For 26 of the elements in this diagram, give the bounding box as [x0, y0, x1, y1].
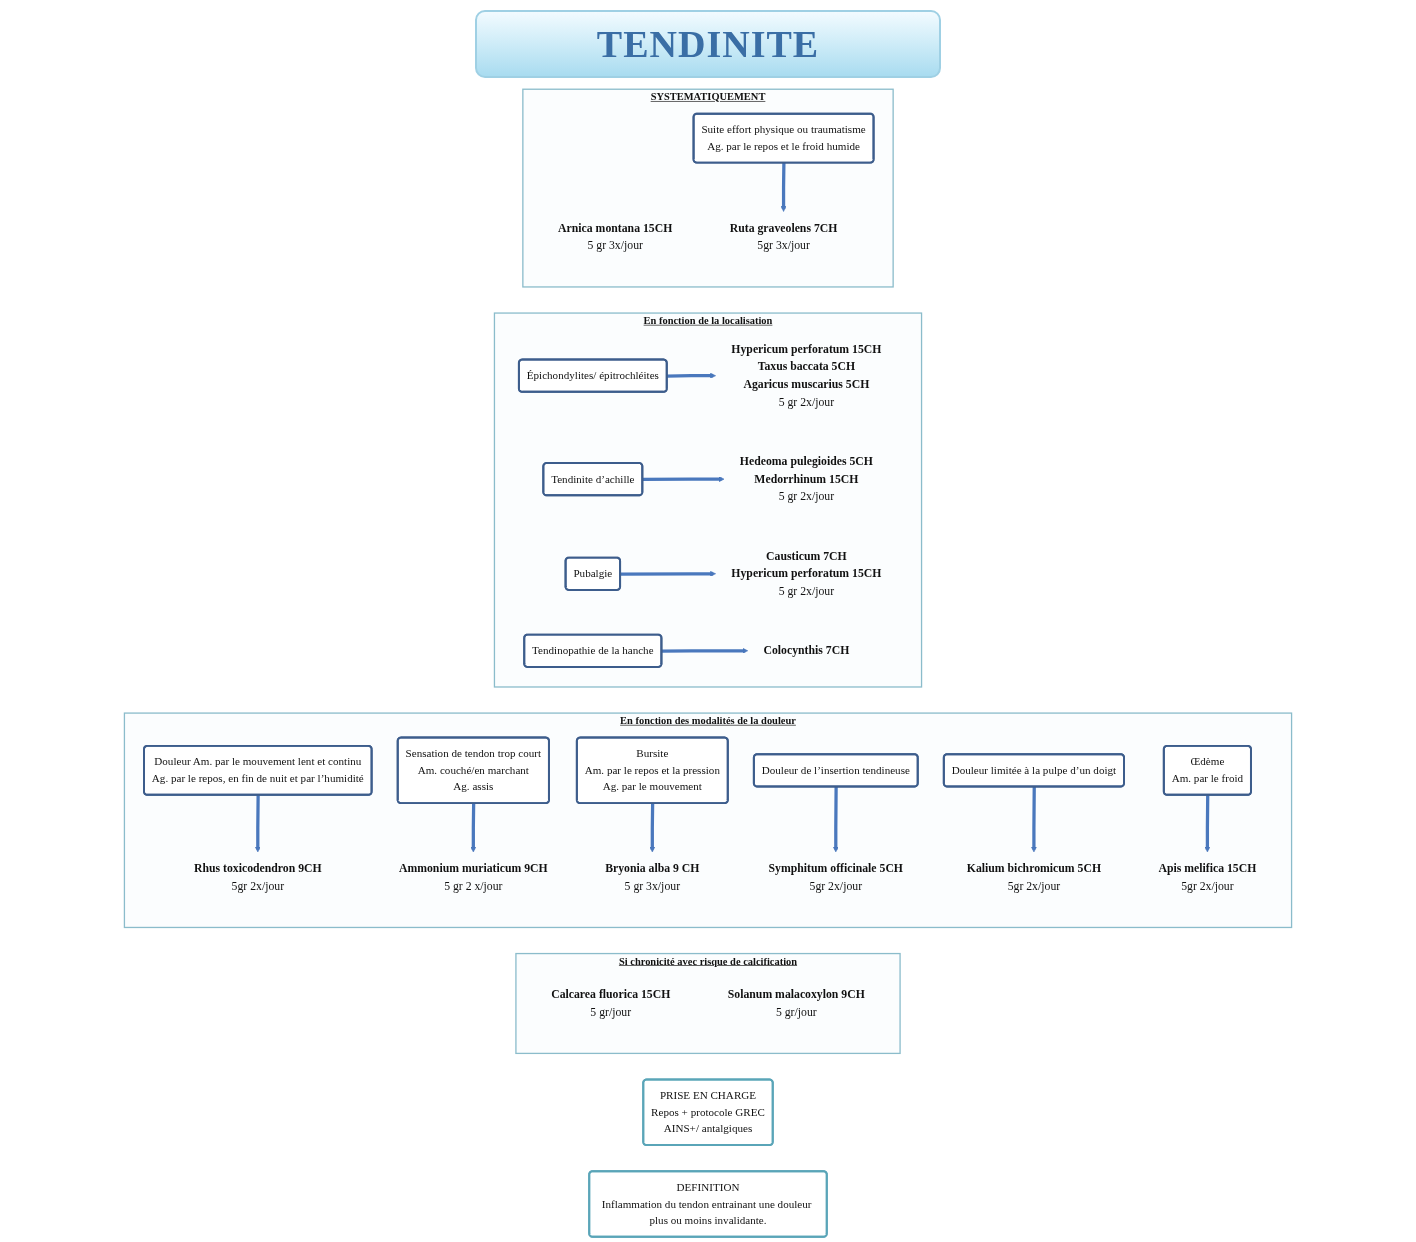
- arrow: [1204, 795, 1211, 853]
- node-text: Colocynthis 7CH: [763, 643, 850, 657]
- node-text: Hypericum perforatum 15CH Taxus baccata 5CH Agaricus muscarius 5CH 5 gr 2x/jour: [731, 342, 882, 409]
- node-text: Bryonia alba 9 CH 5 gr 3x/jour: [605, 861, 700, 893]
- node-text: Ruta graveolens 7CH 5gr 3x/jour: [729, 221, 838, 253]
- node-text: Symphitum officinale 5CH 5gr 2x/jour: [768, 861, 904, 893]
- node-text: Apis melifica 15CH 5gr 2x/jour: [1158, 861, 1257, 893]
- arrow: [620, 570, 716, 577]
- node-text: Solanum malacoxylon 9CH 5 gr/jour: [727, 987, 865, 1019]
- title-banner: TENDINITE: [474, 10, 942, 78]
- arrow: [661, 647, 749, 654]
- node-text: Ammonium muriaticum 9CH 5 gr 2 x/jour: [398, 861, 548, 893]
- node-text: Causticum 7CH Hypericum perforatum 15CH 5 gr 2x/jour: [731, 549, 882, 598]
- arrow: [642, 476, 725, 482]
- arrow: [470, 803, 477, 853]
- arrow: [780, 162, 787, 212]
- arrow: [254, 795, 261, 853]
- arrow: [1031, 786, 1037, 853]
- node-text: Kalium bichromicum 5CH 5gr 2x/jour: [966, 861, 1102, 893]
- arrow: [667, 372, 716, 379]
- node-text: Hedeoma pulegioides 5CH Medorrhinum 15CH 5 gr 2x/jour: [739, 454, 873, 503]
- arrow: [649, 803, 656, 853]
- arrow: [832, 786, 839, 853]
- node-text: Rhus toxicodendron 9CH 5gr 2x/jour: [193, 861, 322, 893]
- node-text: Calcarea fluorica 15CH 5 gr/jour: [551, 987, 671, 1019]
- node-text: Arnica montana 15CH 5 gr 3x/jour: [558, 221, 673, 253]
